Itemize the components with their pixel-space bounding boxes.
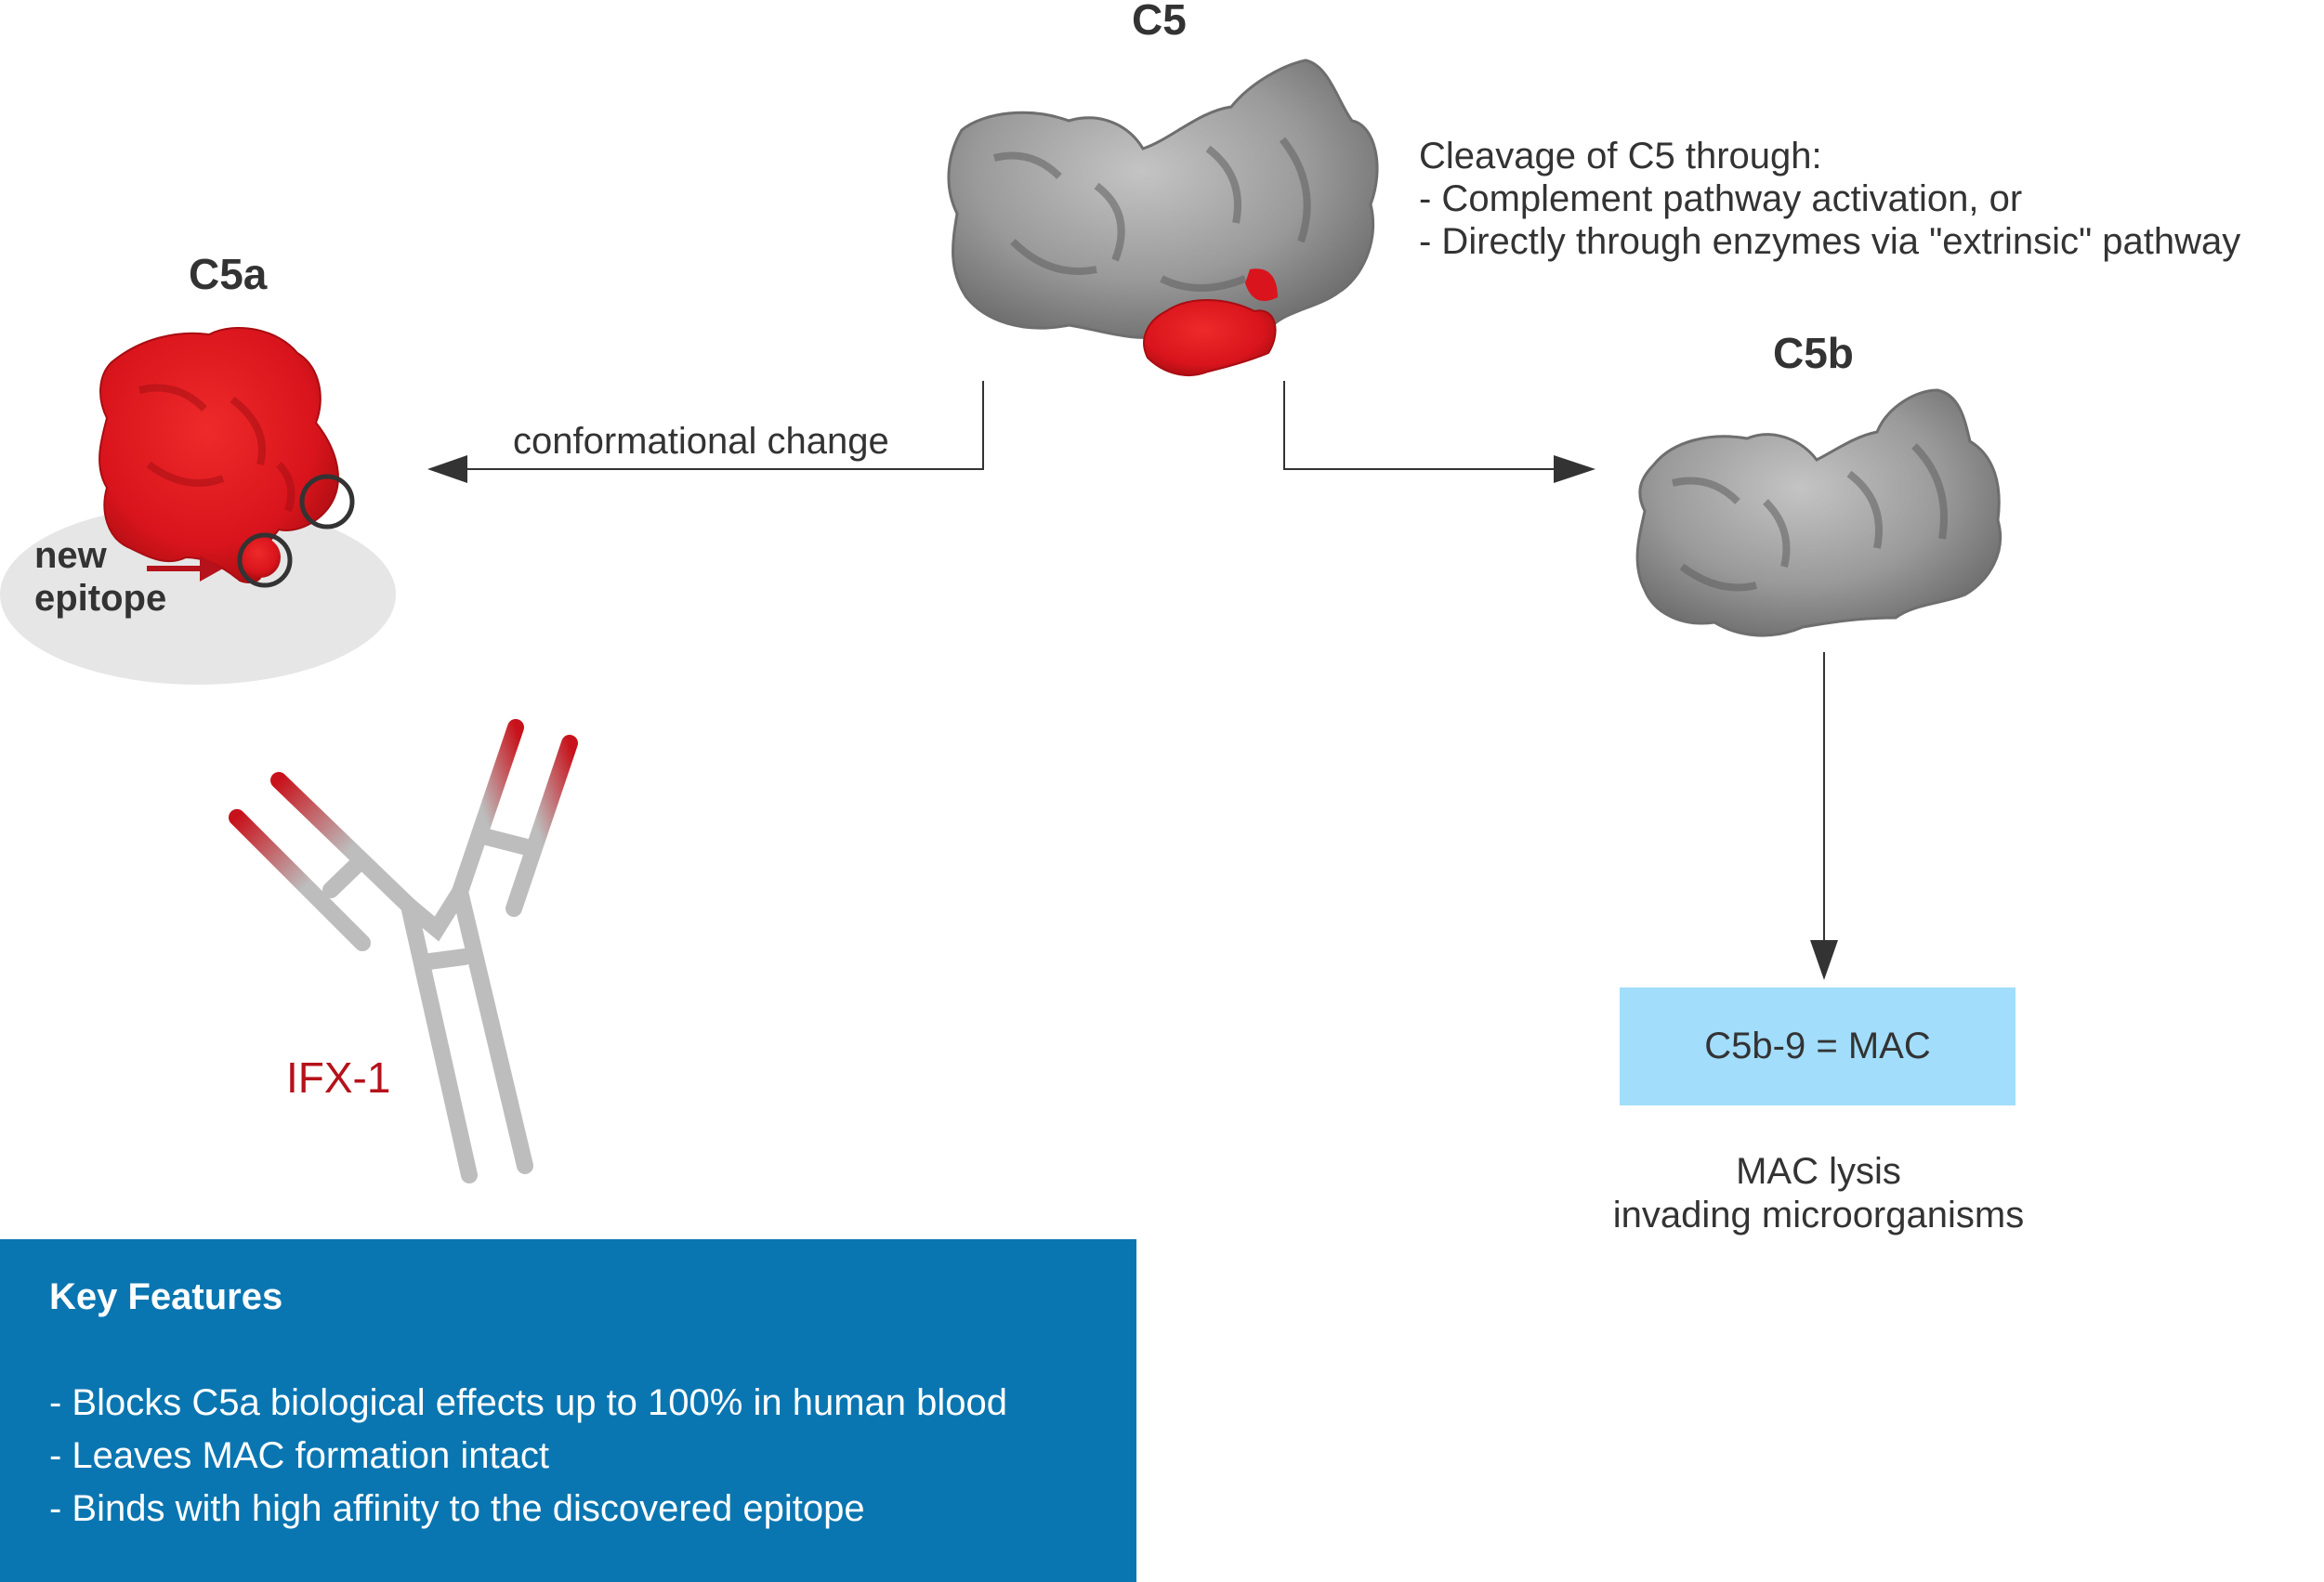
key-feature-item: - Binds with high affinity to the discov… xyxy=(49,1488,865,1529)
c5-protein xyxy=(947,59,1379,376)
mac-box-label: C5b-9 = MAC xyxy=(1704,1026,1931,1066)
conformational-change-arrow xyxy=(441,381,984,470)
new-epitope-label: new epitope xyxy=(34,534,166,620)
epitope-circle-1 xyxy=(299,474,355,530)
key-feature-item: - Blocks C5a biological effects up to 10… xyxy=(49,1382,1007,1423)
cleavage-line-1: Cleavage of C5 through: xyxy=(1419,136,1822,177)
mac-lysis-line-2: invading microorganisms xyxy=(1612,1195,2025,1236)
c5b-arrow xyxy=(1283,381,1561,470)
epitope-circle-2 xyxy=(237,532,293,588)
c5a-title: C5a xyxy=(189,250,268,298)
new-epitope-line-2: epitope xyxy=(34,578,167,619)
c5-title: C5 xyxy=(1132,0,1187,44)
epitope-arrow xyxy=(147,556,223,582)
key-features-list: - Blocks C5a biological effects up to 10… xyxy=(49,1377,1007,1536)
mac-box: C5b-9 = MAC xyxy=(1620,987,2015,1105)
c5b-title: C5b xyxy=(1773,329,1854,377)
key-feature-item: - Leaves MAC formation intact xyxy=(49,1435,549,1476)
c5b-protein xyxy=(1635,388,2002,637)
c5a-protein xyxy=(98,327,339,583)
key-features-panel: Key Features - Blocks C5a biological eff… xyxy=(0,1239,1136,1582)
c5a-background-ellipse xyxy=(0,504,396,685)
cleavage-line-2: - Complement pathway activation, or xyxy=(1419,178,2023,219)
ifx-antibody xyxy=(229,719,578,1183)
cleavage-line-3: - Directly through enzymes via "extrinsi… xyxy=(1419,221,2241,262)
ifx-label: IFX-1 xyxy=(286,1053,391,1102)
key-features-title: Key Features xyxy=(49,1276,283,1317)
cleavage-description: Cleavage of C5 through: - Complement pat… xyxy=(1419,135,2240,263)
new-epitope-line-1: new xyxy=(34,535,107,576)
mac-lysis-line-1: MAC lysis xyxy=(1736,1151,1901,1192)
mac-lysis-caption: MAC lysis invading microorganisms xyxy=(1540,1150,2097,1237)
conformational-change-label: conformational change xyxy=(513,421,889,462)
